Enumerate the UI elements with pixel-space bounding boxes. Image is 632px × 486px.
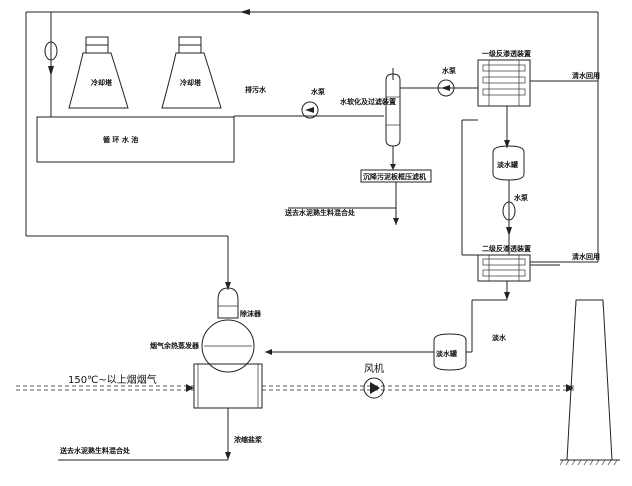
evaporator: 除沫器 烟气余热蒸发器 浓缩盐浆 送去水泥熟生料混合处 xyxy=(58,236,263,461)
cooling-tower-1-label: 冷却塔 xyxy=(91,78,113,87)
evaporator-label: 烟气余热蒸发器 xyxy=(150,341,200,350)
cooling-tower-2-label: 冷却塔 xyxy=(180,78,202,87)
circulating-pool: 循 环 水 池 xyxy=(36,116,235,163)
fan-label: 风机 xyxy=(364,362,384,375)
top-return-line xyxy=(25,9,599,263)
chimney xyxy=(559,299,620,466)
to-cement-1-label: 送去水泥熟生料混合处 xyxy=(284,208,356,217)
feed-to-primary-ro: 水泵 xyxy=(400,66,478,97)
pump-1-icon xyxy=(305,107,314,113)
fresh-tank-1-label: 淡水罐 xyxy=(497,160,518,169)
pump-2-label: 水泵 xyxy=(442,66,456,75)
sludge-filter-press: 沉降污泥板框压滤机 送去水泥熟生料混合处 xyxy=(284,169,432,225)
pump-3-label: 水泵 xyxy=(514,193,528,202)
flue-gas-line: 150℃~以上烟烟气 风机 xyxy=(16,362,574,399)
demister-label: 除沫器 xyxy=(240,309,262,318)
left-pump-line xyxy=(44,12,58,117)
primary-ro-unit: 一级反渗透装置 清水回用 xyxy=(477,49,600,107)
reuse-1-label: 清水回用 xyxy=(572,71,600,80)
secondary-ro-unit: 二级反渗透装置 清水回用 xyxy=(461,119,600,282)
concentrated-slurry-label: 浓缩盐浆 xyxy=(234,435,263,444)
to-cement-2-label: 送去水泥熟生料混合处 xyxy=(59,446,131,455)
pump-2-icon xyxy=(441,85,450,91)
fresh-tank-2: 淡水罐 xyxy=(265,333,467,371)
fresh-tank-1: 淡水罐 水泵 xyxy=(492,106,528,255)
reuse-2-label: 清水回用 xyxy=(572,252,600,261)
pump-3-icon xyxy=(506,227,512,236)
circulating-pool-label: 循 环 水 池 xyxy=(103,135,138,144)
fresh-water-label: 淡水 xyxy=(492,333,507,342)
drain-water-label: 排污水 xyxy=(245,85,267,94)
sludge-filter-press-label: 沉降污泥板框压滤机 xyxy=(363,172,426,181)
secondary-ro-label: 二级反渗透装置 xyxy=(482,244,531,253)
flue-gas-label: 150℃~以上烟烟气 xyxy=(68,373,157,386)
primary-ro-label: 一级反渗透装置 xyxy=(482,49,531,58)
drain-line: 排污水 水泵 xyxy=(233,85,384,124)
down-arrow-icon xyxy=(48,66,54,76)
softening-filter-label: 水软化及过滤装置 xyxy=(340,97,396,106)
cooling-tower-2: 冷却塔 xyxy=(161,36,222,109)
fresh-tank-2-label: 淡水罐 xyxy=(436,349,457,358)
cooling-tower-1: 冷却塔 xyxy=(68,36,129,109)
softening-filter-unit: 水软化及过滤装置 xyxy=(340,68,401,170)
pump-1-label: 水泵 xyxy=(311,87,325,96)
fresh-water-line: 淡水 xyxy=(466,281,510,353)
fan-icon xyxy=(370,382,380,394)
